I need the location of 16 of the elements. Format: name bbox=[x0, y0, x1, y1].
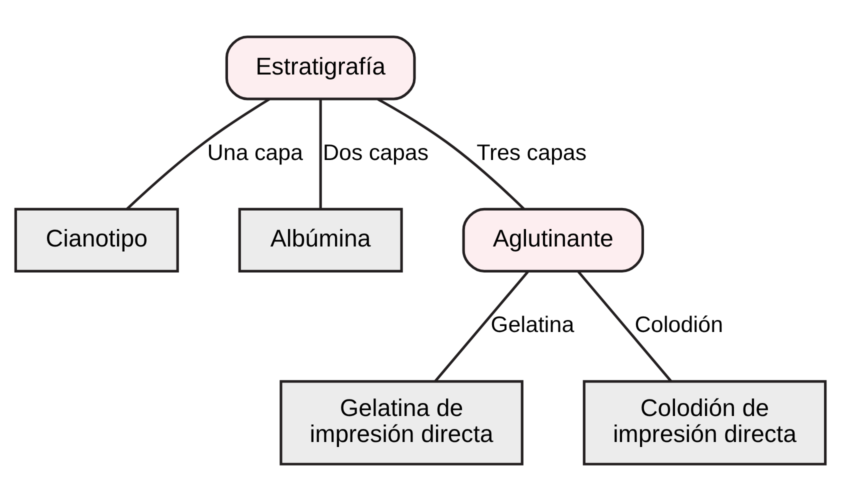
node-box: Aglutinante bbox=[462, 207, 644, 272]
node-box: Albúmina bbox=[238, 207, 403, 272]
connector bbox=[126, 98, 270, 210]
edge-label: Colodión bbox=[634, 312, 724, 337]
edge-label: Gelatina bbox=[490, 312, 574, 337]
node-box: Estratigrafía bbox=[225, 35, 416, 100]
edge-label: Dos capas bbox=[322, 139, 429, 164]
edge-label: Tres capas bbox=[476, 139, 587, 164]
connector bbox=[319, 98, 322, 208]
connector bbox=[577, 270, 672, 382]
connector bbox=[377, 98, 525, 210]
node-box: Colodión de impresión directa bbox=[582, 380, 827, 465]
connector bbox=[434, 270, 530, 382]
node-box: Cianotipo bbox=[14, 207, 179, 272]
edge-label: Una capa bbox=[207, 139, 304, 164]
node-box: Gelatina de impresión directa bbox=[280, 380, 524, 465]
